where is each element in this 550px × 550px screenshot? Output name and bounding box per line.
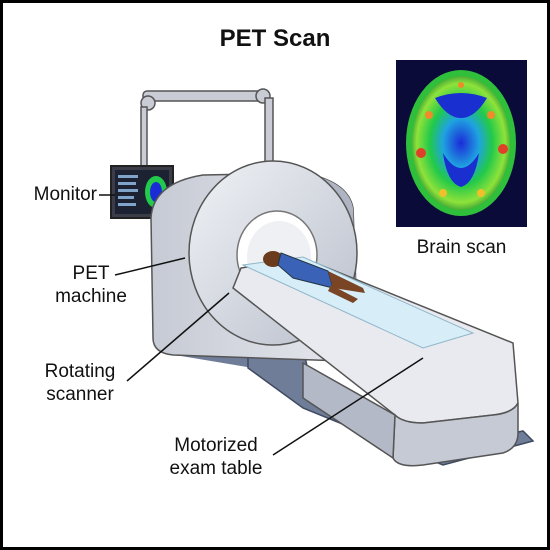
pet-scan-diagram: PET Scan [3, 3, 547, 547]
page-title: PET Scan [219, 25, 331, 52]
monitor-arm [140, 88, 274, 177]
label-pet-machine-line1: PET [72, 263, 110, 284]
label-exam-table-line1: Motorized [174, 435, 258, 456]
illustration [99, 60, 535, 467]
label-rotating-scanner-line2: scanner [46, 384, 114, 405]
label-rotating-scanner: Rotating scanner [33, 360, 127, 406]
label-pet-machine-line2: machine [55, 286, 127, 307]
label-pet-machine: PET machine [53, 262, 129, 308]
label-brain-scan: Brain scan [416, 237, 507, 258]
patient [263, 251, 365, 303]
brain-scan-image [396, 60, 527, 227]
leader-lines [99, 194, 424, 456]
label-exam-table-line2: exam table [169, 458, 263, 479]
label-exam-table: Motorized exam table [157, 434, 275, 480]
label-rotating-scanner-line1: Rotating [44, 361, 116, 382]
monitor [110, 165, 174, 219]
label-monitor: Monitor [33, 184, 97, 205]
